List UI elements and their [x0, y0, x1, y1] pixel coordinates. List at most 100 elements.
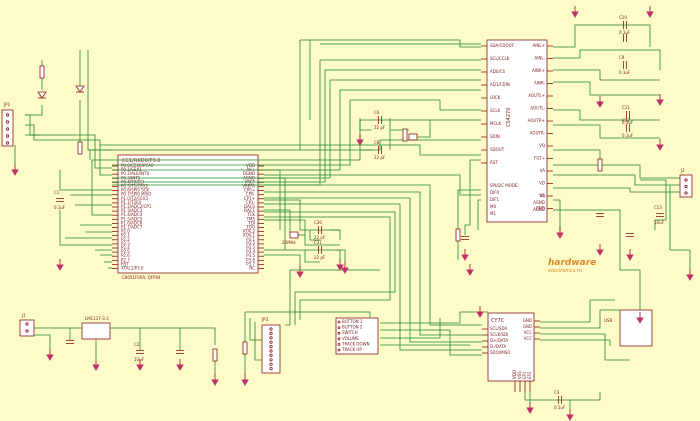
- wire: [264, 203, 482, 351]
- codec-right-pin-label: AINL-: [534, 56, 545, 61]
- ground-symbol: [656, 144, 664, 151]
- wire: [34, 334, 51, 350]
- led-triangle: [37, 91, 47, 99]
- codec-left-pin-label: SDIN: [490, 134, 500, 139]
- wire: [330, 229, 341, 240]
- wires: [14, 24, 691, 410]
- wire: [553, 149, 601, 160]
- ground-symbol: [356, 139, 364, 146]
- mcu-right-pin-label: XTAL2: [243, 229, 256, 234]
- mcu-left-pin-label: RST: [121, 261, 129, 266]
- ground-symbol: [646, 11, 654, 18]
- wire: [112, 69, 481, 183]
- button-header-label: TRACK UP: [341, 347, 362, 352]
- ground-symbol: [56, 264, 64, 271]
- mcu-left-pin-label: P1.3/ADC3: [121, 208, 143, 213]
- connector-pin: [5, 127, 10, 131]
- wire: [524, 392, 601, 401]
- driver-bottom-pin-label: EP1: [522, 371, 527, 379]
- mcu-right-pin-label: DAC0: [244, 204, 255, 209]
- ground-symbol: [296, 271, 304, 278]
- mcu-right-pin-label: TMS: [246, 216, 256, 221]
- wire: [112, 79, 481, 179]
- led-triangle: [75, 85, 85, 93]
- wire: [640, 179, 667, 230]
- codec-right-pin-label: AOUTL+: [528, 93, 545, 98]
- wire: [359, 118, 372, 131]
- wire: [553, 199, 561, 230]
- mcu-left-pin-label: P2.5: [121, 249, 130, 254]
- button-header-label: VOLUME: [342, 336, 359, 341]
- mcu-right-pin-label: P3.7: [246, 261, 255, 266]
- resistor: [242, 341, 248, 355]
- j1-ref: J1: [21, 313, 26, 318]
- mcu-left-pin-label: P0.0/CEX0/PCA0: [121, 163, 154, 168]
- capacitor-value: 22 pF: [314, 255, 326, 260]
- wire: [264, 211, 396, 325]
- mcu-right-pin-label: P3.6: [246, 257, 255, 262]
- wire: [25, 105, 43, 116]
- connector-pin: [25, 329, 29, 333]
- button-header-pin: [337, 331, 341, 335]
- connector-pin: [269, 336, 273, 340]
- codec-right-pin-label: FILT+: [534, 156, 545, 161]
- mcu-left-pin-label: P2.2: [121, 237, 130, 242]
- codec-bottom-left-label: SPI/I2C MODE: [490, 183, 518, 188]
- ground-symbol: [571, 11, 579, 18]
- ground-symbol: [636, 317, 644, 324]
- wire: [112, 89, 481, 171]
- codec-chip: CS4270 SDA/CDOUTSCL/CCLKAD0/CSAD1/CDINLR…: [481, 39, 553, 223]
- mcu-left-pin-label: P1.4/ADC4: [121, 212, 143, 217]
- capacitor-ref: C6: [374, 110, 380, 115]
- wire: [59, 210, 112, 246]
- wire: [100, 144, 481, 156]
- codec-left-pin-label: SDA/CDOUT: [490, 43, 515, 48]
- connector-pin: [269, 327, 273, 331]
- wire: [264, 209, 291, 235]
- ground-symbol: [556, 232, 564, 239]
- codec-bottom-right-label: AGND: [533, 200, 545, 205]
- capacitor-value: 0.1uF: [622, 120, 634, 125]
- wire: [540, 299, 615, 323]
- button-header-pin: [337, 320, 341, 324]
- capacitor-value: 10uF: [654, 220, 665, 225]
- wire: [380, 318, 441, 339]
- j2-ref: J2: [680, 168, 685, 173]
- wire: [553, 24, 651, 48]
- connector-pin: [269, 340, 273, 344]
- mcu-left-pin-label: P2.7: [121, 257, 130, 262]
- codec-left-pin-label: RST: [490, 160, 498, 165]
- connector-pin: [269, 331, 273, 335]
- capacitor-ref: C30: [314, 220, 322, 225]
- codec-right-pin-label: VA: [540, 168, 545, 173]
- codec-left-pin-label: MCLK: [490, 121, 501, 126]
- wire: [553, 124, 660, 139]
- ground-symbol: [656, 99, 664, 106]
- ground-symbol: [92, 364, 100, 371]
- capacitor-ref: C31: [314, 240, 322, 245]
- crystal-label: 20MHz: [282, 240, 296, 245]
- codec-left-pin-label: SDOUT: [490, 147, 505, 152]
- connector-pin: [269, 353, 273, 357]
- codec-right-pin-label: VD: [539, 181, 545, 186]
- button-header-pin: [337, 337, 341, 341]
- wire: [264, 219, 340, 246]
- wire: [553, 209, 641, 310]
- wire: [553, 187, 680, 193]
- capacitor-ref: C10: [619, 15, 627, 20]
- ground-symbol: [476, 311, 484, 318]
- capacitor-ref: C3: [554, 390, 560, 395]
- wire: [464, 159, 481, 235]
- resistor: [597, 158, 603, 172]
- wire: [112, 59, 481, 186]
- wire: [25, 124, 112, 176]
- mcu-left-pin-label: P1.2/ADC2/CP1: [121, 204, 152, 209]
- watermark-logo: hardware: [548, 258, 596, 268]
- ground-symbol: [596, 101, 604, 108]
- mcu-right-pin-label: CP0-: [246, 192, 256, 197]
- mcu-left-pin-label: P0.6/SPI0 SCK: [121, 188, 149, 193]
- codec-bottom-left-label: M0: [490, 204, 496, 209]
- wire: [540, 309, 620, 329]
- mcu-right-pin-label: NC: [249, 266, 255, 271]
